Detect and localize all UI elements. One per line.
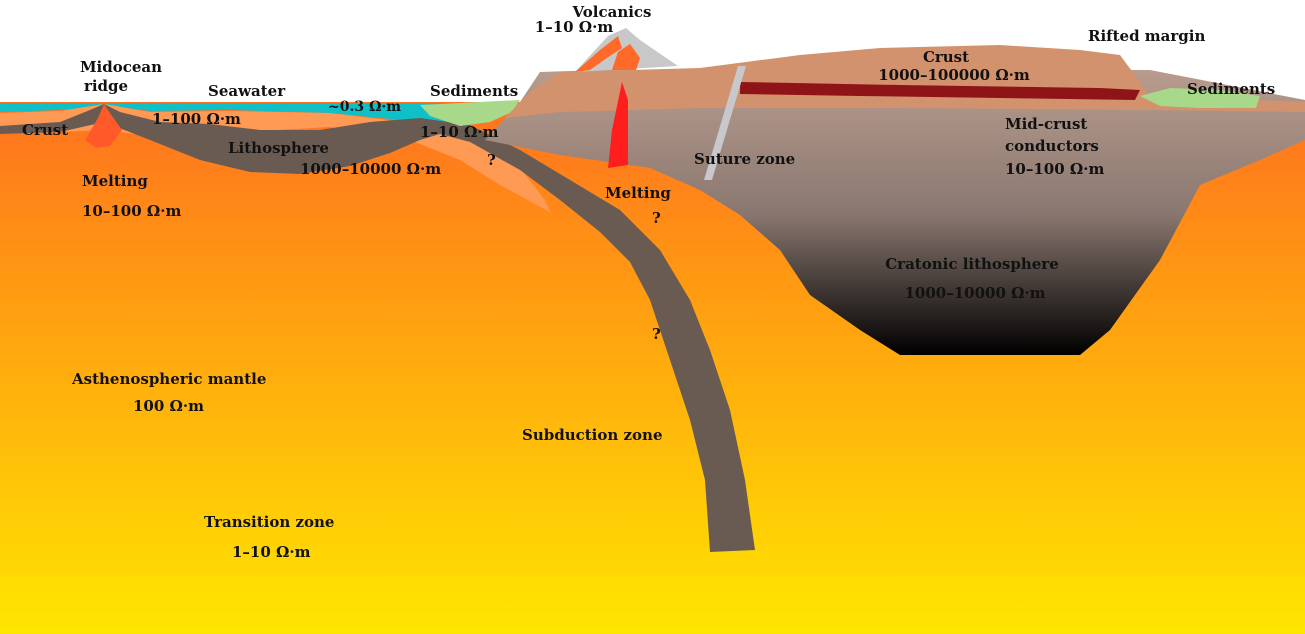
mid-crust-conductor (740, 82, 1140, 100)
label-cratonic-resistivity: 1000–10000 Ω·m (904, 284, 1046, 302)
label-suture-zone: Suture zone (694, 150, 796, 168)
label-mid-crust-resistivity: 10–100 Ω·m (1005, 160, 1105, 178)
label-crust-continental-resistivity: 1000–100000 Ω·m (878, 66, 1030, 84)
label-sediments-left: Sediments (430, 82, 519, 100)
label-melting-arc: Melting (605, 184, 671, 202)
label-rifted-margin: Rifted margin (1088, 27, 1206, 45)
label-ridge: ridge (83, 77, 129, 95)
label-transition-zone: Transition zone (204, 513, 335, 531)
label-subduction-zone: Subduction zone (522, 426, 663, 444)
suture-zone (704, 66, 746, 180)
label-sediments-left-resistivity: 1–10 Ω·m (420, 123, 499, 141)
label-cratonic-lithosphere: Cratonic lithosphere (885, 255, 1059, 273)
label-volcanics: Volcanics (572, 3, 652, 21)
label-conductors: conductors (1005, 137, 1099, 155)
label-midocean: Midocean (79, 58, 163, 76)
label-sediments-right: Sediments (1187, 80, 1276, 98)
label-melting-ridge: Melting (82, 172, 148, 190)
label-mid-crust: Mid-crust (1005, 115, 1088, 133)
label-lithosphere-resistivity: 1000–10000 Ω·m (300, 160, 442, 178)
melting-zone-ridge (85, 104, 122, 148)
label-seawater-resistivity: 1–100 Ω·m (152, 110, 241, 128)
volcanic-lava (575, 36, 622, 72)
continental-crust (505, 45, 1305, 118)
cratonic-lithosphere (485, 70, 1305, 355)
label-crust-continental: Crust (922, 48, 970, 66)
label-asthenosphere-resistivity: 100 Ω·m (133, 397, 204, 415)
volcanic-plume (612, 44, 640, 70)
label-question-wedge: ? (487, 151, 496, 169)
label-transition-resistivity: 1–10 Ω·m (232, 543, 311, 561)
seawater-layer (0, 103, 520, 122)
label-volcanics-resistivity: 1–10 Ω·m (534, 18, 614, 36)
sediments-left (420, 100, 520, 126)
label-lithosphere: Lithosphere (228, 139, 329, 157)
label-seawater-small-resistivity: ~0.3 Ω·m (328, 99, 402, 115)
label-seawater: Seawater (208, 82, 286, 100)
label-melting-ridge-resistivity: 10–100 Ω·m (82, 202, 182, 220)
sediments-right (1140, 88, 1260, 108)
label-question-melting: ? (652, 209, 661, 227)
label-asthenospheric-mantle: Asthenospheric mantle (72, 370, 267, 388)
label-crust-oceanic: Crust (22, 121, 69, 139)
magma-conduit (608, 82, 628, 168)
label-question-slab: ? (652, 325, 661, 343)
